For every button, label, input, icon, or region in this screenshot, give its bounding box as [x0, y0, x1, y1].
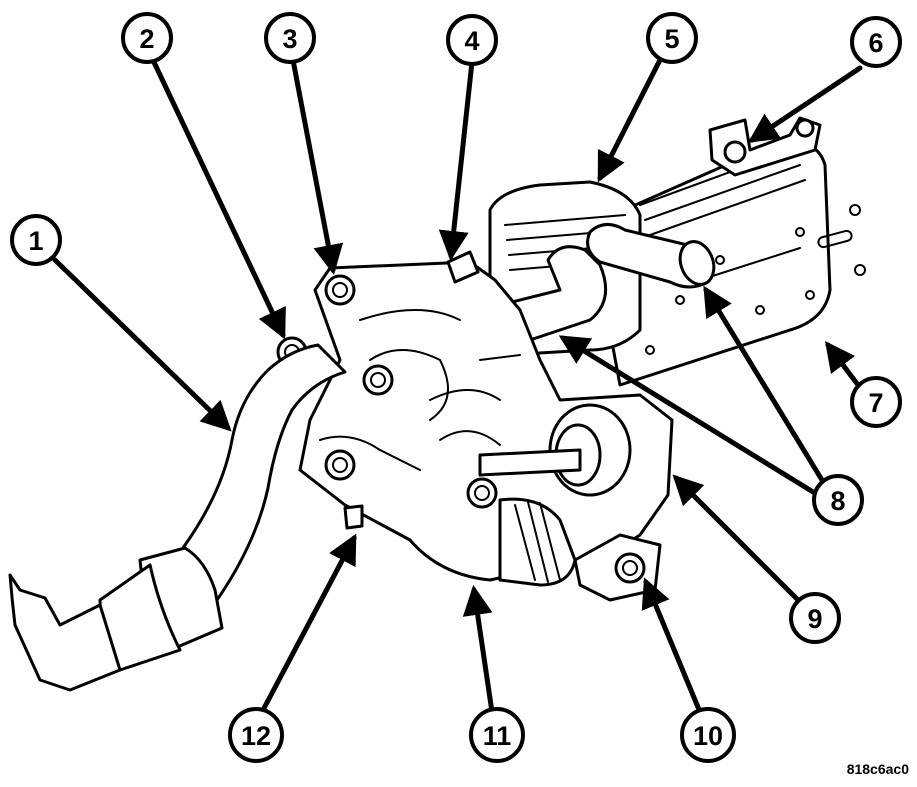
callout-label: 4 — [464, 26, 479, 56]
bolts — [276, 250, 646, 584]
callout-8: 8 — [812, 474, 864, 526]
callout-9: 9 — [789, 592, 841, 644]
callout-5: 5 — [646, 12, 698, 64]
callout-label: 9 — [807, 604, 822, 634]
callout-4: 4 — [446, 14, 498, 66]
figure-code: 818c6ac0 — [846, 761, 909, 777]
egr-valve-housing — [298, 260, 674, 582]
callout-12: 12 — [228, 707, 284, 763]
inlet-tube — [8, 343, 347, 692]
callout-1: 1 — [10, 214, 62, 266]
callout-label: 7 — [868, 388, 883, 418]
callout-7: 7 — [850, 376, 902, 428]
callout-label: 11 — [483, 721, 512, 751]
leader-lines — [52, 55, 863, 715]
callout-label: 3 — [282, 24, 297, 54]
callout-10: 10 — [680, 707, 736, 763]
callout-label: 10 — [693, 721, 723, 751]
callout-2: 2 — [121, 12, 173, 64]
callout-11: 11 — [469, 707, 525, 763]
callout-label: 6 — [868, 28, 883, 58]
callout-label: 1 — [28, 226, 43, 256]
callout-6: 6 — [850, 16, 902, 68]
callout-label: 12 — [241, 721, 271, 751]
callout-label: 8 — [830, 486, 845, 516]
illustration — [8, 116, 866, 692]
callout-label: 5 — [664, 24, 679, 54]
callout-label: 2 — [139, 24, 154, 54]
callout-3: 3 — [264, 12, 316, 64]
cooler-bracket — [708, 116, 822, 177]
